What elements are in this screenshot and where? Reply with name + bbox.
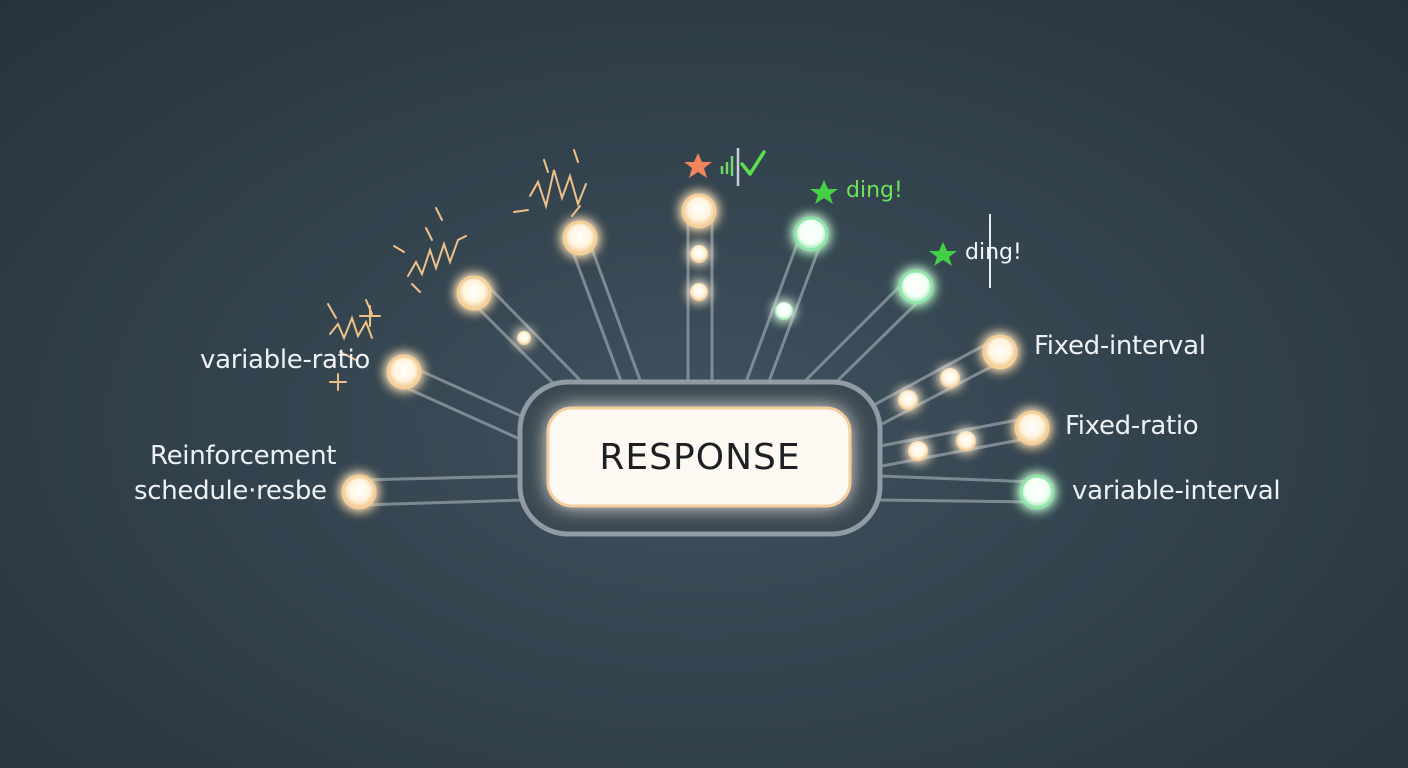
spark-icon	[394, 208, 466, 292]
spark-icon	[514, 150, 586, 216]
dot	[956, 431, 976, 451]
star-icon	[810, 180, 838, 204]
node-variable-interval	[1021, 476, 1053, 508]
dot	[690, 245, 708, 263]
node-spoke-6	[795, 218, 827, 250]
dot	[775, 302, 793, 320]
hub-label: RESPONSE	[552, 412, 848, 502]
dot	[690, 283, 708, 301]
dot	[940, 368, 960, 388]
node-spoke-5	[683, 195, 715, 227]
dot	[908, 441, 928, 461]
signal-bars-icon	[722, 148, 738, 186]
label-variable-interval: variable-interval	[1072, 476, 1280, 506]
dot	[898, 390, 918, 410]
label-variable-ratio: variable-ratio	[200, 345, 370, 375]
star-icon	[684, 153, 712, 178]
ding-label-1: ding!	[846, 178, 903, 203]
label-fixed-ratio: Fixed-ratio	[1065, 411, 1198, 441]
node-spoke-4	[564, 222, 596, 254]
check-icon	[742, 152, 764, 174]
label-reinforcement-line1: Reinforcement	[150, 441, 336, 471]
node-variable-ratio	[388, 356, 420, 388]
label-fixed-interval: Fixed-interval	[1034, 331, 1206, 361]
dot	[517, 331, 531, 345]
star-icon	[929, 242, 957, 266]
node-fixed-interval	[984, 336, 1016, 368]
ding-label-2: ding!	[965, 240, 1022, 265]
node-reinforcement	[343, 476, 375, 508]
node-spoke-7	[900, 271, 932, 303]
label-reinforcement-line2: schedule·resbe	[134, 476, 327, 506]
node-fixed-ratio	[1016, 412, 1048, 444]
node-spoke-3	[458, 277, 490, 309]
